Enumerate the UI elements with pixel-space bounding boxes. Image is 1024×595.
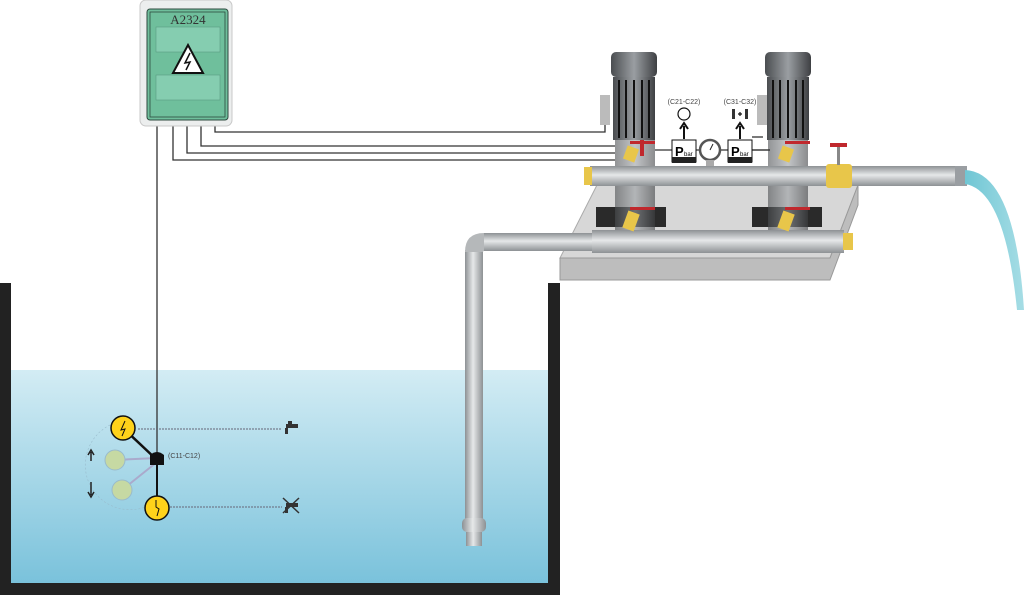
arrow-down-icon bbox=[87, 482, 95, 499]
alternating-pumps-icon bbox=[677, 107, 691, 121]
high-voltage-icon bbox=[171, 42, 205, 74]
arrow-up-icon bbox=[87, 448, 95, 461]
upper-float-icon bbox=[110, 415, 136, 441]
tank bbox=[0, 283, 560, 595]
pressure-switch-left[interactable]: P bar (C21-C22) bbox=[668, 99, 701, 163]
svg-text:bar: bar bbox=[684, 152, 693, 158]
pump-right[interactable] bbox=[757, 52, 811, 232]
svg-text:bar: bar bbox=[740, 152, 749, 158]
pressure-switch-right[interactable]: P bar (C31-C32) bbox=[724, 99, 757, 163]
float-switch-label: (C11-C12) bbox=[168, 453, 200, 460]
valve-handle-icon bbox=[630, 141, 655, 144]
tank-water bbox=[10, 370, 548, 583]
float-switch[interactable]: (C11-C12) bbox=[84, 415, 300, 521]
tap-on-icon bbox=[285, 421, 298, 434]
suction-pipe bbox=[462, 230, 853, 546]
water-outflow bbox=[965, 170, 1024, 310]
parallel-pumps-icon bbox=[732, 109, 748, 119]
control-panel-label: A2324 bbox=[170, 12, 206, 27]
gate-valve[interactable] bbox=[826, 164, 852, 188]
arrow-up-icon bbox=[735, 121, 745, 139]
svg-text:(C31-C32): (C31-C32) bbox=[724, 99, 757, 106]
svg-text:P: P bbox=[731, 144, 740, 159]
svg-text:(C21-C22): (C21-C22) bbox=[668, 99, 701, 106]
discharge-pipe bbox=[584, 143, 967, 188]
tap-off-icon bbox=[282, 497, 300, 514]
arrow-up-icon bbox=[679, 121, 689, 139]
svg-text:P: P bbox=[675, 144, 684, 159]
control-panel[interactable]: A2324 bbox=[139, 0, 233, 127]
